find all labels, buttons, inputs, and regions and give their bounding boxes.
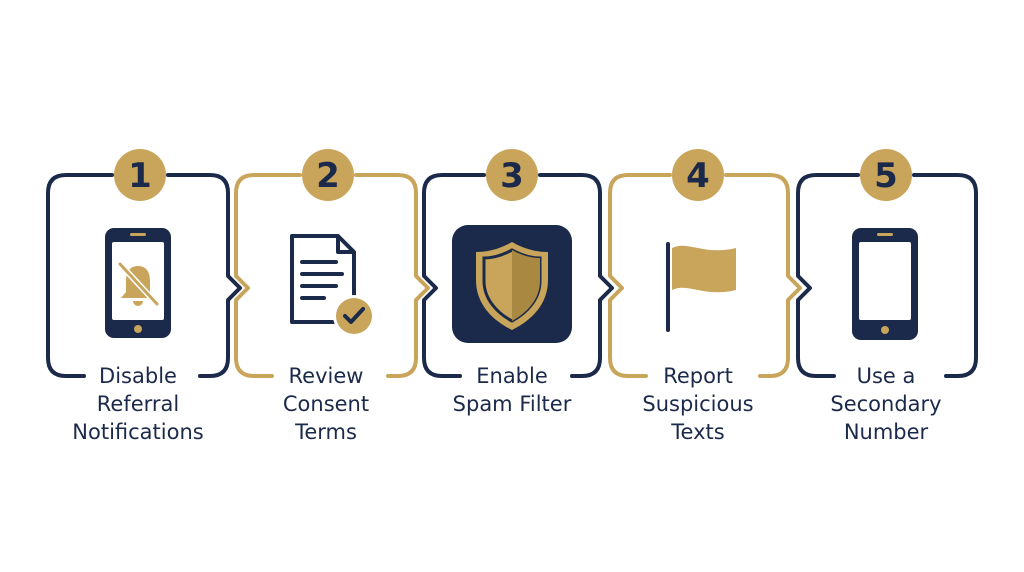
step-3-frame <box>422 173 614 378</box>
step-5-label: Use a Secondary Number <box>830 364 942 444</box>
muted-bell-phone-icon <box>105 228 171 338</box>
step-1-badge: 1 <box>114 149 166 201</box>
step-4-label: Report Suspicious Texts <box>642 364 754 444</box>
step-4-number: 4 <box>686 156 710 196</box>
step-5-number: 5 <box>874 156 898 196</box>
step-3-label: Enable Spam Filter <box>452 364 572 416</box>
step-1-label: Disable Referral Notifications <box>72 364 204 444</box>
step-2-label: Review Consent Terms <box>282 364 370 444</box>
step-1-frame <box>46 173 242 378</box>
step-4-badge: 4 <box>672 149 724 201</box>
step-3-badge: 3 <box>486 149 538 201</box>
flag-icon <box>666 242 736 332</box>
step-2-badge: 2 <box>302 149 354 201</box>
step-4-frame <box>608 173 802 378</box>
shield-icon <box>452 225 572 343</box>
step-5-frame <box>796 173 978 378</box>
phone-icon <box>852 228 918 340</box>
step-1-number: 1 <box>128 156 152 196</box>
step-5-badge: 5 <box>860 149 912 201</box>
step-2-frame <box>234 173 430 378</box>
step-2-number: 2 <box>316 156 340 196</box>
document-check-icon <box>290 234 375 337</box>
step-3-number: 3 <box>500 156 524 196</box>
